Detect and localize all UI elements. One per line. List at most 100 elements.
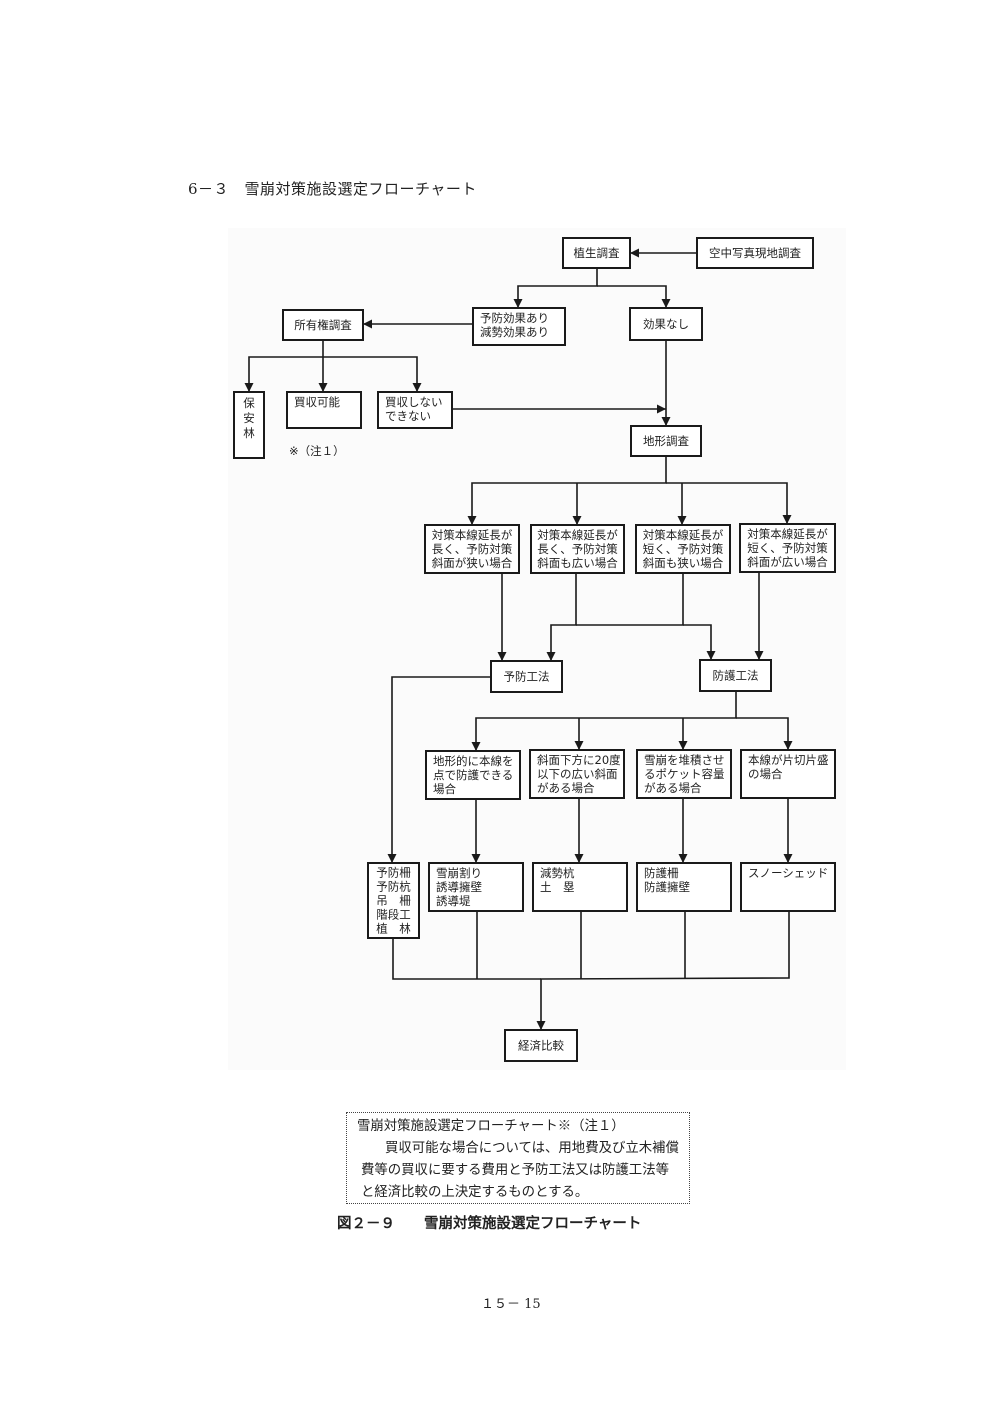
connector-shokusei-to-koka-ari: [517, 268, 598, 308]
flow-node-label: 減勢効果あり: [480, 325, 549, 339]
arrowhead-icon: [412, 383, 422, 392]
flow-node-box: [425, 750, 521, 800]
flow-node-box: [504, 1029, 578, 1062]
flow-node-label: 対策本線延長が: [747, 527, 828, 541]
note-line: と経済比較の上決定するものとする。: [361, 1185, 589, 1200]
flow-node-hoanrin: 保安林: [233, 391, 265, 459]
flow-node-box: [629, 307, 703, 341]
arrowhead-icon: [318, 383, 328, 392]
flow-node-label: 斜面が広い場合: [747, 555, 828, 569]
arrowhead-icon: [574, 854, 584, 863]
arrowhead-icon: [387, 854, 397, 863]
connector-bogo-to-cond4: [736, 717, 789, 750]
arrowhead-icon: [782, 515, 792, 524]
note-line: 買収可能な場合については、用地費及び立木補償: [385, 1141, 679, 1156]
arrowhead-icon: [471, 742, 481, 751]
flow-node-box: [282, 309, 364, 341]
flow-node-bogo: 防護工法: [699, 659, 772, 692]
flow-node-label: 場合: [433, 782, 456, 796]
arrowhead-icon: [754, 651, 764, 660]
arrowhead-icon: [661, 417, 671, 426]
flow-node-label: 防護擁壁: [644, 880, 690, 894]
connector-shokusei-to-koka-nashi: [597, 285, 667, 308]
flow-node-label: 本線が片切片盛: [748, 753, 829, 767]
flow-node-label: 斜面も狭い場合: [643, 556, 724, 570]
section-title: 6－３ 雪崩対策施設選定フローチャート: [188, 180, 477, 198]
flow-node-label: 植 林: [376, 922, 411, 936]
page-number: １５－ 15: [481, 1297, 541, 1312]
arrowhead-icon: [497, 652, 507, 661]
flow-node-box: [699, 659, 772, 692]
flow-node-label: 以下の広い斜面: [537, 767, 618, 781]
flow-node-label: 効果なし: [643, 317, 689, 331]
arrowhead-icon: [572, 516, 582, 525]
flow-node-box: [424, 524, 520, 574]
connector-chikei-to-case4: [666, 482, 788, 524]
flow-node-label: 地形調査: [643, 434, 689, 448]
flow-node-box: [740, 749, 836, 799]
figure-caption: 図２－９ 雪崩対策施設選定フローチャート: [337, 1216, 642, 1232]
arrowhead-icon: [678, 741, 688, 750]
flow-node-label: 防護工法: [713, 669, 759, 683]
arrowhead-icon: [471, 854, 481, 863]
flow-node-label: 短く、予防対策: [643, 542, 724, 556]
flow-node-box: [562, 237, 631, 269]
flow-node-label: 点で防護できる: [433, 768, 513, 782]
flow-node-label: がある場合: [537, 781, 595, 795]
flow-node-box: [696, 237, 814, 269]
flow-node-box: [530, 524, 625, 574]
scanned-figure-background: [228, 228, 846, 1070]
flow-node-label: 対策本線延長が: [432, 528, 513, 542]
flow-node-label: 所有権調査: [294, 318, 352, 332]
flow-node-label: 斜面下方に20度: [537, 753, 621, 767]
flow-node-label: 斜面が狭い場合: [432, 556, 513, 570]
flow-node-label: 植生調査: [574, 246, 620, 260]
flow-node-label: がある場合: [644, 781, 702, 795]
connector-fac4-to-keizai: [540, 911, 790, 1030]
flow-node-label: 減勢杭: [540, 866, 575, 880]
flow-node-label: 地形的に本線を: [433, 754, 514, 768]
flow-node-label: 予防柵: [376, 866, 411, 880]
flow-node-box: [286, 391, 362, 429]
arrowhead-icon: [513, 299, 523, 308]
flow-node-yobo: 予防工法: [490, 660, 563, 693]
flow-node-label: 階段工: [376, 908, 411, 922]
flow-node-box: [636, 862, 732, 912]
connector-shoyuken-to-baishu-shinai: [323, 356, 418, 392]
flow-node-label: 予防効果あり: [480, 311, 549, 325]
flow-node-label: 長く、予防対策: [432, 542, 513, 556]
flow-node-kuchu: 空中写真現地調査: [696, 237, 814, 269]
note-title: 雪崩対策施設選定フローチャート※（注１）: [357, 1119, 625, 1134]
flow-node-label: 経済比較: [518, 1039, 564, 1053]
arrowhead-icon: [783, 854, 793, 863]
arrowhead-icon: [657, 404, 666, 414]
flow-node-label: 短く、予防対策: [747, 541, 828, 555]
connector-yobo-facilities-to-keizai: [392, 938, 541, 980]
flow-node-keizai: 経済比較: [504, 1029, 578, 1062]
flow-node-label: 保: [243, 396, 255, 410]
flow-node-label: 誘導擁壁: [436, 880, 482, 894]
flow-node-box: [532, 862, 628, 912]
flow-node-shoyuken: 所有権調査: [282, 309, 364, 341]
flow-node-label: 対策本線延長が: [537, 528, 618, 542]
flow-node-box: [377, 391, 453, 429]
arrowhead-icon: [546, 652, 556, 661]
flow-node-label: 吊 柵: [376, 894, 411, 908]
connector-case2-to-bogo: [683, 624, 712, 660]
flow-node-label: 雪崩を堆積させ: [644, 753, 725, 767]
flow-node-box: [529, 749, 625, 799]
flow-node-label: 買収可能: [294, 395, 340, 409]
flow-node-label: 雪崩割り: [436, 866, 482, 880]
connector-shoyuken-to-hoanrin: [248, 356, 323, 392]
